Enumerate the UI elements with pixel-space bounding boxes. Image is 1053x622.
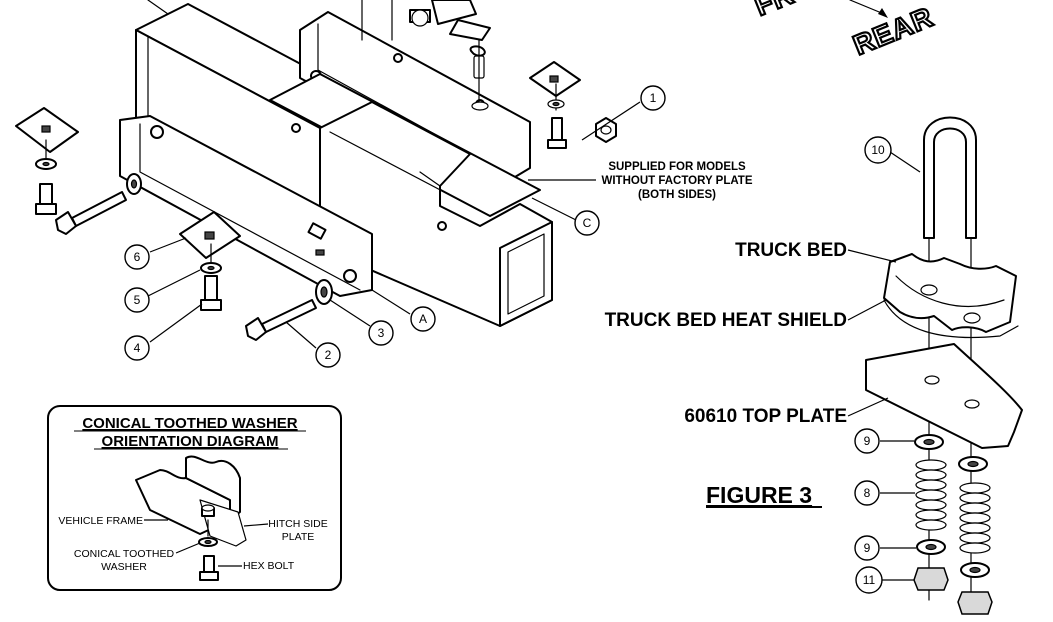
callout-11: 11 — [855, 566, 883, 594]
svg-text:9: 9 — [864, 434, 871, 448]
square-backing-plate — [179, 211, 241, 263]
svg-text:A: A — [419, 312, 427, 326]
callout-9-upper: 9 — [854, 428, 880, 454]
rear-label: REAR — [849, 1, 938, 61]
direction-indicator: FRONT REAR — [749, 0, 939, 62]
spring-right — [959, 482, 991, 554]
inset-title-line1: CONICAL TOOTHED WASHER — [82, 415, 297, 432]
callout-10: 10 — [864, 136, 892, 164]
conical-washer-inset: CONICAL TOOTHED WASHER ORIENTATION DIAGR… — [47, 405, 342, 591]
figure-3: TRUCK BED TRUCK BED HEAT SHIELD 60610 TO… — [605, 116, 1023, 615]
callout-1: 1 — [640, 85, 666, 111]
lock-washer — [200, 262, 222, 274]
top-plate-label: 60610 TOP PLATE — [684, 406, 847, 427]
inset-title-line2: ORIENTATION DIAGRAM — [102, 433, 279, 450]
svg-text:5: 5 — [134, 293, 141, 307]
svg-text:WITHOUT FACTORY PLATE: WITHOUT FACTORY PLATE — [602, 175, 753, 187]
svg-text:4: 4 — [134, 341, 141, 355]
heat-shield-label: TRUCK BED HEAT SHIELD — [605, 310, 847, 331]
hex-bolt — [245, 299, 317, 341]
carriage-bolt — [200, 275, 222, 311]
figure-title: FIGURE 3 — [706, 482, 812, 508]
svg-text:C: C — [583, 216, 592, 230]
spring-left — [915, 459, 947, 531]
svg-text:1: 1 — [650, 91, 657, 105]
callout-8: 8 — [854, 480, 880, 506]
hitch-side-label-1: HITCH SIDE — [268, 518, 328, 530]
svg-text:10: 10 — [871, 143, 885, 157]
svg-text:(BOTH SIDES): (BOTH SIDES) — [638, 189, 716, 201]
callout-9-lower: 9 — [854, 535, 880, 561]
svg-text:6: 6 — [134, 250, 141, 264]
hitch-assembly — [15, 0, 641, 349]
conical-washer-label-1: CONICAL TOOTHED — [74, 548, 175, 560]
hex-bolt-label: HEX BOLT — [243, 560, 295, 572]
svg-text:8: 8 — [864, 486, 871, 500]
svg-text:2: 2 — [325, 348, 332, 362]
vehicle-frame-label: VEHICLE FRAME — [58, 515, 143, 527]
callout-6: 6 — [124, 244, 150, 270]
callout-4: 4 — [124, 335, 150, 361]
left-hardware-stack — [15, 107, 142, 235]
callout-a: A — [410, 306, 436, 332]
supplied-plate-note: SUPPLIED FOR MODELS WITHOUT FACTORY PLAT… — [602, 161, 753, 201]
callout-c: C — [574, 210, 600, 236]
callout-2: 2 — [315, 342, 341, 368]
hitch-side-label-2: PLATE — [282, 531, 314, 543]
callout-3: 3 — [368, 320, 394, 346]
truck-bed-label: TRUCK BED — [735, 240, 847, 261]
front-label: FRONT — [750, 0, 856, 22]
svg-text:SUPPLIED FOR MODELS: SUPPLIED FOR MODELS — [608, 161, 746, 173]
svg-text:11: 11 — [863, 573, 876, 587]
flange-nut — [595, 117, 617, 143]
svg-text:9: 9 — [864, 541, 871, 555]
callout-5: 5 — [124, 287, 150, 313]
flat-washer — [315, 279, 333, 305]
svg-text:3: 3 — [378, 326, 385, 340]
conical-washer-label-2: WASHER — [101, 561, 147, 573]
